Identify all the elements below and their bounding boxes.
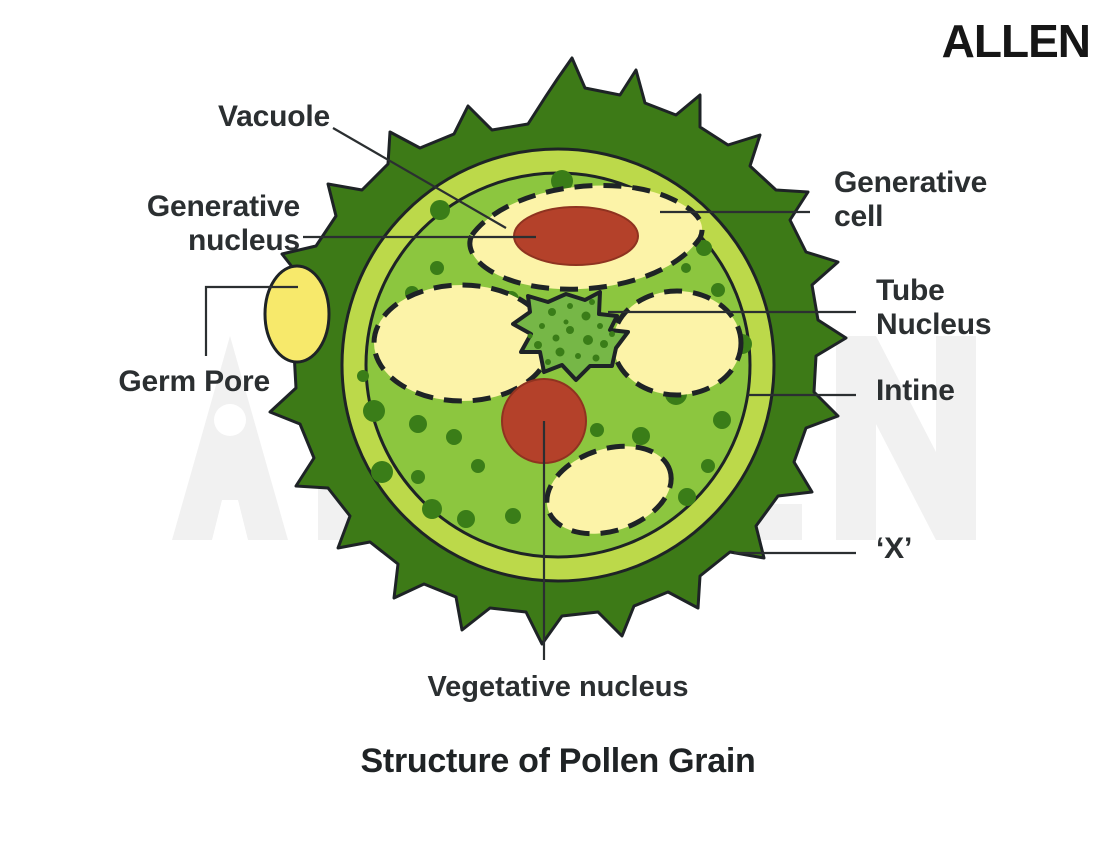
label-intine: Intine (876, 374, 955, 407)
leader-vacuole (332, 127, 507, 229)
leader-lines (204, 127, 856, 660)
label-generative-nucleus: Generative nucleus (146, 190, 300, 257)
label-vegetative-nucleus: Vegetative nucleus (427, 671, 689, 703)
watermark-letter-n (836, 336, 976, 540)
leader-germ-pore (204, 285, 298, 356)
tube-nucleus-granules (527, 299, 615, 365)
watermark-letter-a-counter (214, 404, 246, 436)
vacuole-right (610, 288, 744, 398)
label-tube-nucleus: Tube Nucleus (876, 274, 992, 341)
label-vacuole: Vacuole (218, 100, 330, 133)
vacuole-bottom (544, 443, 674, 537)
allen-logo: ALLEN (941, 15, 1091, 67)
watermark-letter-a (172, 336, 288, 540)
germ-pore (263, 264, 331, 364)
label-germ-pore: Germ Pore (118, 365, 270, 398)
page-title: Structure of Pollen Grain (360, 742, 756, 780)
label-generative-cell: Generative cell (834, 166, 988, 233)
label-unknown-x: ‘X’ (876, 532, 913, 565)
